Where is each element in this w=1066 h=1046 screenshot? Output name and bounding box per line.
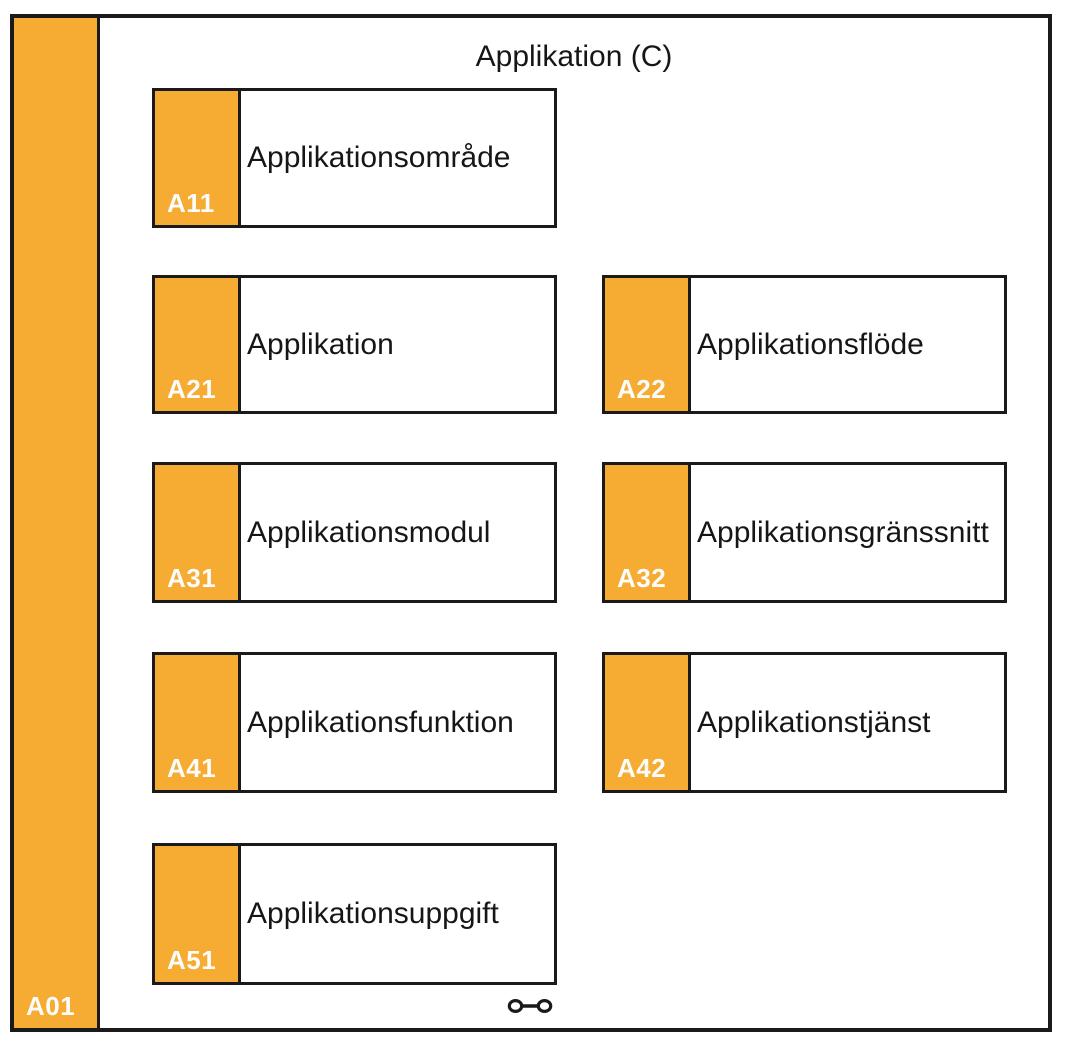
node-label: Applikationsfunktion (247, 705, 514, 739)
linked-nodes-icon (507, 996, 553, 1016)
node-code: A31 (167, 563, 217, 593)
node-code-tab: A42 (605, 655, 691, 790)
node-label: Applikationstjänst (697, 705, 931, 739)
node-code: A21 (167, 374, 217, 404)
node-a21: A21 Applikation (152, 275, 557, 414)
node-code-tab: A22 (605, 278, 691, 411)
node-code: A11 (167, 188, 215, 218)
node-label: Applikationsgränssnitt (697, 515, 989, 549)
node-label: Applikationsflöde (697, 327, 924, 361)
node-label: Applikationsuppgift (247, 897, 499, 930)
node-a42: A42 Applikationstjänst (602, 652, 1007, 793)
node-label: Applikationsområde (247, 141, 511, 174)
node-code-tab: A41 (155, 655, 241, 790)
node-label: Applikationsmodul (247, 515, 491, 549)
node-code-tab: A11 (155, 91, 241, 225)
node-a41: A41 Applikationsfunktion (152, 652, 557, 793)
group-code-label: A01 (26, 991, 76, 1021)
diagram-title: Applikation (C) (475, 40, 673, 73)
node-a11: A11 Applikationsområde (152, 88, 557, 228)
node-code-tab: A21 (155, 278, 241, 411)
node-code-tab: A51 (155, 846, 241, 982)
node-code-tab: A31 (155, 465, 241, 600)
application-group-tab: A01 (14, 18, 100, 1028)
node-a51: A51 Applikationsuppgift (152, 843, 557, 985)
node-a31: A31 Applikationsmodul (152, 462, 557, 603)
node-a22: A22 Applikationsflöde (602, 275, 1007, 414)
node-code: A42 (617, 753, 667, 783)
node-code: A51 (167, 945, 217, 975)
node-code-tab: A32 (605, 465, 691, 600)
node-code: A22 (617, 374, 667, 404)
node-label: Applikation (247, 327, 394, 361)
node-code: A32 (617, 563, 667, 593)
node-code: A41 (167, 753, 217, 783)
node-a32: A32 Applikationsgränssnitt (602, 462, 1007, 603)
